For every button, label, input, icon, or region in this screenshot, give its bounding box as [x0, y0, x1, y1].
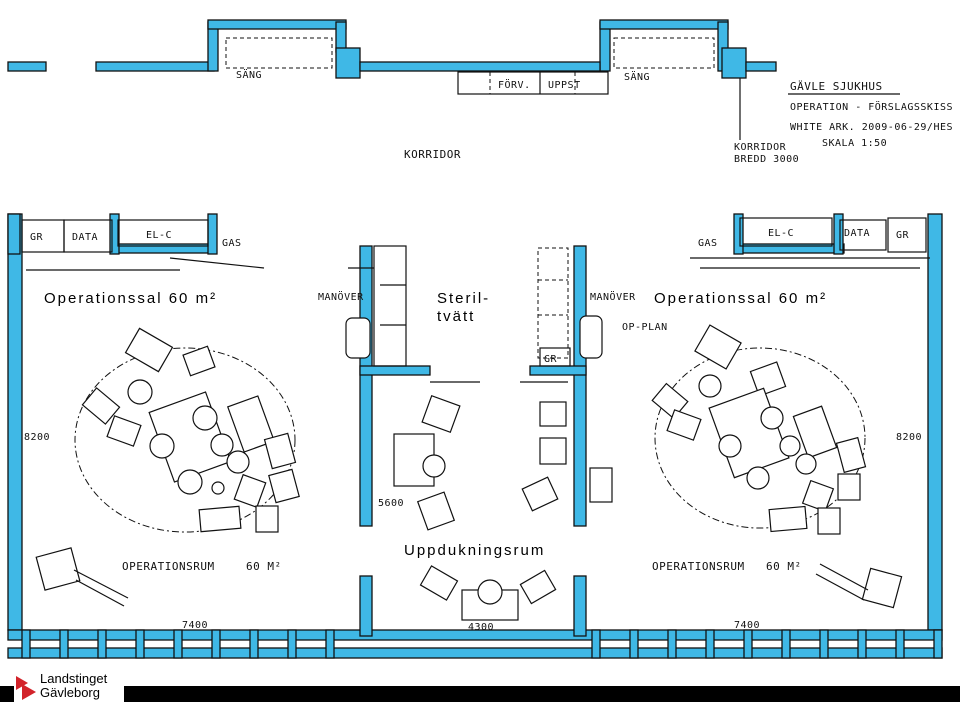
uppst-label: UPPST — [548, 80, 581, 91]
window-mullion — [667, 629, 677, 659]
title-line2: OPERATION - FÖRSLAGSSKISS — [790, 100, 953, 113]
op-plan-label: OP-PLAN — [622, 322, 668, 333]
elc-right-label: EL-C — [768, 228, 794, 239]
window-mullion — [781, 629, 791, 659]
or-right-label: Operationssal 60 m² — [654, 290, 828, 307]
manover-right-label: MANÖVER — [590, 290, 636, 303]
logo-line1: Landstinget — [40, 671, 108, 686]
window-mullion — [629, 629, 639, 659]
data-left-label: DATA — [72, 232, 98, 243]
window-mullion — [857, 629, 867, 659]
window-mullion — [249, 629, 259, 659]
dim-7400-left: 7400 — [182, 620, 208, 631]
window-mullion — [591, 629, 601, 659]
korridor-label: KORRIDOR — [404, 148, 461, 161]
dim-4300: 4300 — [468, 622, 494, 633]
sang-right-label: SÄNG — [624, 70, 650, 83]
dim-5600: 5600 — [378, 498, 404, 509]
title-line3: WHITE ARK. 2009-06-29/HES — [790, 122, 953, 133]
korridor-bredd-line1: KORRIDOR — [734, 142, 787, 153]
dim-7400-right: 7400 — [734, 620, 760, 631]
prep-room-label: Uppdukningsrum — [404, 542, 546, 559]
title-line4: SKALA 1:50 — [822, 138, 887, 149]
title-block: GÄVLE SJUKHUS OPERATION - FÖRSLAGSSKISS … — [788, 80, 953, 149]
window-mullion — [933, 629, 943, 659]
oprum-left-label: OPERATIONSRUM — [122, 560, 215, 573]
logo-mark-icon — [16, 676, 36, 700]
gas-left-label: GAS — [222, 238, 242, 249]
gr-mid-label: GR — [544, 354, 558, 365]
sterile-label-line2: tvätt — [437, 308, 476, 325]
data-right-label: DATA — [844, 228, 870, 239]
gr-right-label: GR — [896, 230, 910, 241]
logo-text: Landstinget Gävleborg — [40, 672, 107, 700]
right-or-walls — [520, 213, 943, 631]
sketch-text: SÄNG SÄNG FÖRV. UPPST KORRIDOR KORRIDOR … — [24, 68, 922, 633]
sterile-label-line1: Steril- — [437, 290, 491, 307]
oprum-right-area: 60 M² — [766, 560, 802, 573]
left-or-walls — [7, 213, 480, 631]
window-mullion — [211, 629, 221, 659]
title-line1: GÄVLE SJUKHUS — [790, 80, 883, 93]
korridor-bredd-line2: BREDD 3000 — [734, 154, 799, 165]
window-mullion — [173, 629, 183, 659]
bottom-wall — [7, 575, 943, 659]
oprum-left-area: 60 M² — [246, 560, 282, 573]
window-mullion — [21, 629, 31, 659]
gr-left-label: GR — [30, 232, 44, 243]
window-mullion — [895, 629, 905, 659]
window-mullion — [819, 629, 829, 659]
right-surgical-cluster — [651, 324, 903, 609]
footer-bar — [0, 686, 960, 702]
window-mullion — [287, 629, 297, 659]
dim-8200-right: 8200 — [896, 432, 922, 443]
logo-line2: Gävleborg — [40, 685, 100, 700]
dim-8200-left: 8200 — [24, 432, 50, 443]
landstinget-logo: Landstinget Gävleborg — [14, 672, 124, 702]
manover-left-label: MANÖVER — [318, 290, 364, 303]
window-mullion — [59, 629, 69, 659]
window-mullion — [743, 629, 753, 659]
window-mullion — [97, 629, 107, 659]
oprum-right-label: OPERATIONSRUM — [652, 560, 745, 573]
window-mullion — [705, 629, 715, 659]
prep-room-furniture — [393, 394, 613, 621]
gas-right-label: GAS — [698, 238, 718, 249]
top-wall — [7, 19, 777, 140]
left-surgical-cluster — [35, 327, 300, 607]
forv-label: FÖRV. — [498, 78, 531, 91]
window-mullion — [325, 629, 335, 659]
or-left-label: Operationssal 60 m² — [44, 290, 218, 307]
sang-left-label: SÄNG — [236, 68, 262, 81]
window-mullion — [135, 629, 145, 659]
elc-left-label: EL-C — [146, 230, 172, 241]
